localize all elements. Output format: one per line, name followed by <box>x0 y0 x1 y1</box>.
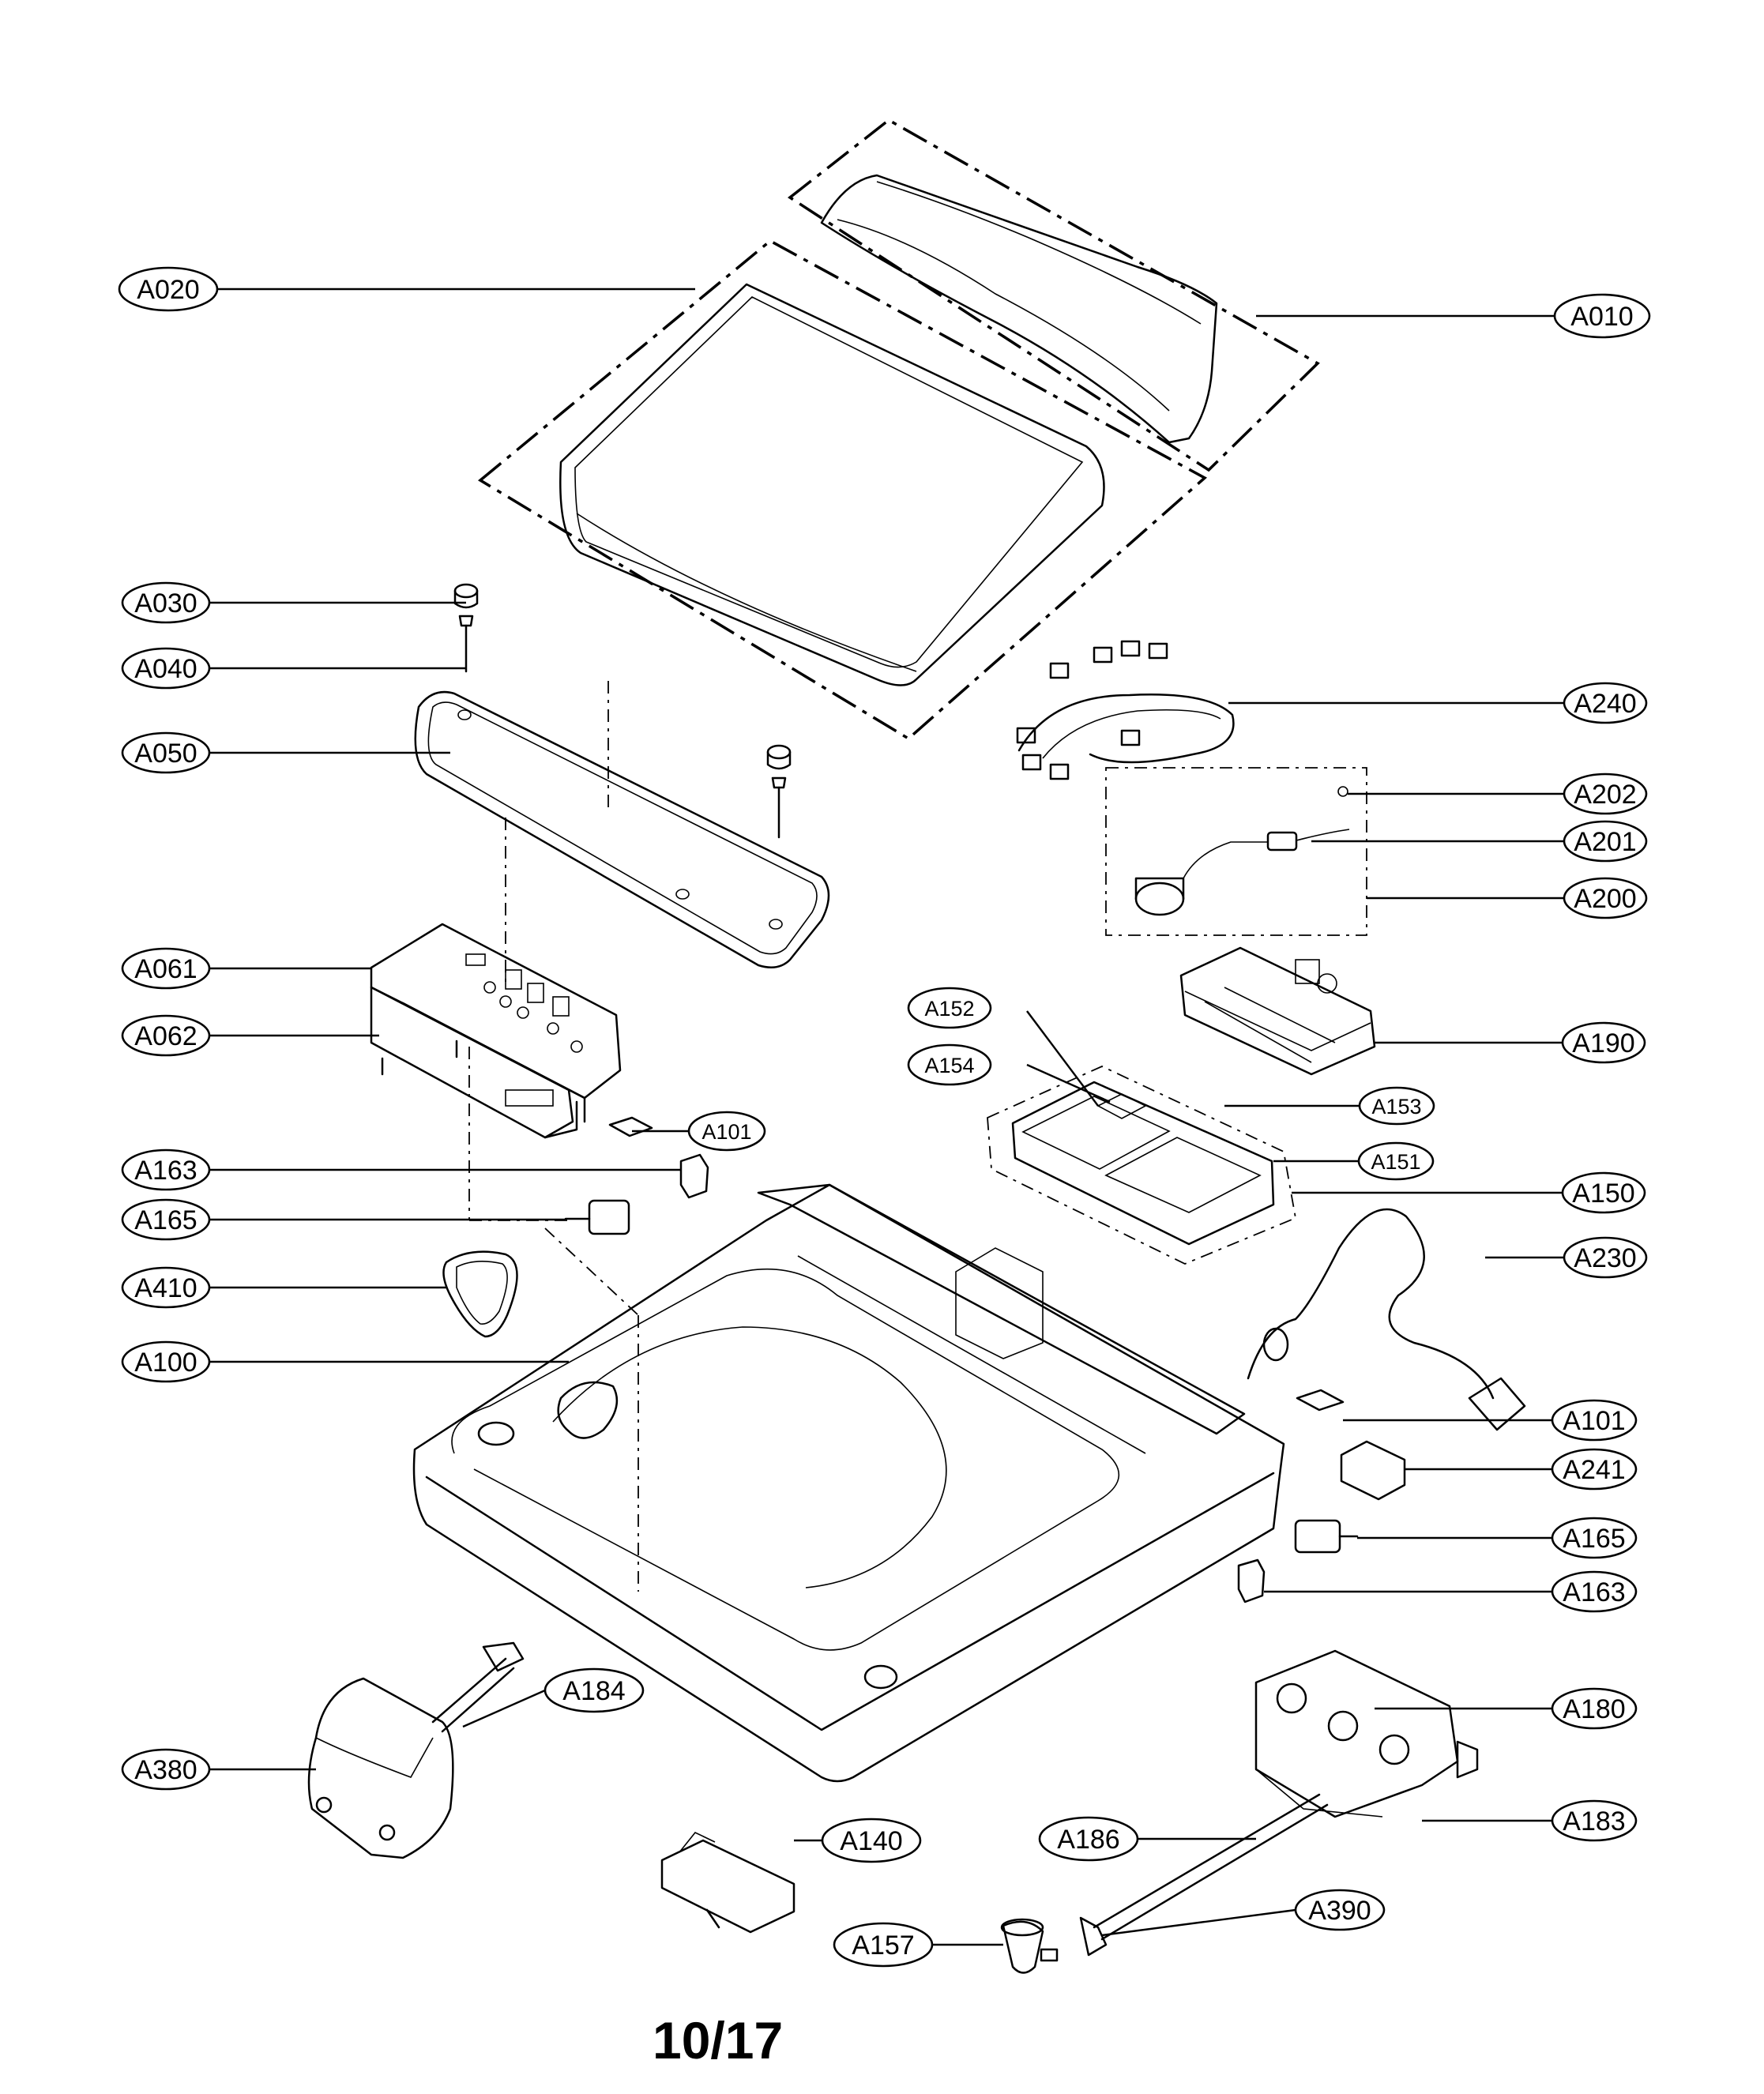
callout-a180[interactable]: A180 <box>1551 1687 1638 1730</box>
callout-a202[interactable]: A202 <box>1563 773 1648 815</box>
callout-a040[interactable]: A040 <box>121 647 211 690</box>
callout-a201[interactable]: A201 <box>1563 820 1648 863</box>
svg-text:A157: A157 <box>852 1930 914 1961</box>
callout-a184[interactable]: A184 <box>543 1667 645 1713</box>
part-a180-a183-valve <box>1254 1649 1479 1818</box>
part-a101-clip <box>608 1116 1345 1412</box>
part-a163-knob <box>679 1153 1266 1603</box>
svg-text:A151: A151 <box>1371 1150 1420 1174</box>
svg-text:A152: A152 <box>924 997 974 1021</box>
svg-text:A150: A150 <box>1572 1179 1634 1209</box>
alignment-lines <box>468 818 639 1592</box>
callout-a163-right[interactable]: A163 <box>1551 1570 1638 1613</box>
svg-text:A410: A410 <box>134 1273 197 1303</box>
svg-text:A163: A163 <box>1563 1577 1625 1607</box>
svg-text:A184: A184 <box>562 1676 625 1706</box>
callout-a390[interactable]: A390 <box>1294 1889 1386 1931</box>
callout-a157[interactable]: A157 <box>833 1922 934 1968</box>
callout-a165-left[interactable]: A165 <box>121 1198 211 1241</box>
callout-a410[interactable]: A410 <box>121 1266 211 1309</box>
callout-a010[interactable]: A010 <box>1553 293 1651 339</box>
leader-lines <box>209 288 1566 1946</box>
svg-text:A010: A010 <box>1570 302 1633 332</box>
callout-a101-right[interactable]: A101 <box>1551 1399 1638 1442</box>
part-a040-screw <box>458 615 787 839</box>
callout-a050[interactable]: A050 <box>121 731 211 774</box>
callout-a140[interactable]: A140 <box>821 1818 922 1863</box>
callout-a190[interactable]: A190 <box>1561 1021 1646 1064</box>
svg-text:A040: A040 <box>134 654 197 684</box>
part-a100-top-cover <box>412 1183 1285 1783</box>
svg-text:A240: A240 <box>1574 689 1636 719</box>
callout-a153[interactable]: A153 <box>1358 1086 1435 1126</box>
svg-text:A380: A380 <box>134 1755 197 1785</box>
part-a030-cap <box>453 583 792 770</box>
callout-a100[interactable]: A100 <box>121 1340 211 1383</box>
callout-a165-right[interactable]: A165 <box>1551 1517 1638 1559</box>
svg-text:A153: A153 <box>1371 1095 1421 1118</box>
callout-a030[interactable]: A030 <box>121 581 211 624</box>
svg-text:A183: A183 <box>1563 1806 1625 1836</box>
svg-text:A190: A190 <box>1572 1028 1634 1058</box>
part-a380-duct <box>307 1677 454 1859</box>
callout-a061[interactable]: A061 <box>121 947 211 990</box>
svg-text:A390: A390 <box>1308 1896 1371 1926</box>
callout-a151[interactable]: A151 <box>1357 1141 1435 1181</box>
part-a184-shaft <box>431 1641 525 1733</box>
svg-text:A030: A030 <box>134 588 197 618</box>
callout-a154[interactable]: A154 <box>907 1043 992 1086</box>
part-a200-sensor-group <box>1105 767 1367 936</box>
callout-a183[interactable]: A183 <box>1551 1799 1638 1842</box>
svg-text:A165: A165 <box>1563 1524 1625 1554</box>
callout-a020[interactable]: A020 <box>118 266 219 312</box>
svg-text:A050: A050 <box>134 739 197 769</box>
svg-text:A140: A140 <box>840 1826 902 1856</box>
svg-text:A061: A061 <box>134 954 197 984</box>
part-a140-switch <box>660 1832 795 1934</box>
callout-a062[interactable]: A062 <box>121 1014 211 1057</box>
part-a190-module <box>1179 946 1376 1076</box>
callout-a186[interactable]: A186 <box>1038 1816 1139 1862</box>
svg-text:A186: A186 <box>1057 1825 1119 1855</box>
svg-text:A100: A100 <box>134 1348 197 1378</box>
callout-a240[interactable]: A240 <box>1563 682 1648 724</box>
part-a165-lock <box>564 1199 1359 1554</box>
callout-a152[interactable]: A152 <box>907 987 992 1029</box>
part-a061-a062-pcb <box>370 923 622 1139</box>
callout-a101-top[interactable]: A101 <box>687 1111 766 1152</box>
svg-text:A101: A101 <box>701 1120 751 1144</box>
callout-a163-left[interactable]: A163 <box>121 1149 211 1191</box>
svg-text:A230: A230 <box>1574 1243 1636 1273</box>
svg-text:A241: A241 <box>1563 1455 1625 1485</box>
page-number: 10/17 <box>653 2011 784 2070</box>
part-a050-control-panel <box>414 681 830 969</box>
callout-a230[interactable]: A230 <box>1563 1236 1648 1279</box>
part-a241-block <box>1340 1440 1406 1501</box>
svg-text:A101: A101 <box>1563 1406 1625 1436</box>
svg-text:A062: A062 <box>134 1021 197 1051</box>
callout-a150[interactable]: A150 <box>1561 1171 1646 1214</box>
part-a157-funnel <box>1000 1918 1059 1974</box>
svg-text:A200: A200 <box>1574 884 1636 914</box>
part-a010-handle-cover <box>787 118 1320 472</box>
svg-text:A020: A020 <box>137 275 199 305</box>
callout-a241[interactable]: A241 <box>1551 1448 1638 1491</box>
callout-a380[interactable]: A380 <box>121 1748 211 1791</box>
svg-text:A201: A201 <box>1574 827 1636 857</box>
svg-text:A163: A163 <box>134 1156 197 1186</box>
svg-text:A154: A154 <box>924 1054 974 1077</box>
part-a240-harness <box>1016 640 1235 780</box>
part-a410-seal <box>442 1250 518 1338</box>
part-a230-power-cord <box>1247 1208 1526 1431</box>
callout-a200[interactable]: A200 <box>1563 877 1648 919</box>
part-a186-a390-hose <box>1079 1793 1329 1957</box>
svg-text:A165: A165 <box>134 1205 197 1235</box>
svg-text:A180: A180 <box>1563 1694 1625 1724</box>
part-a150-dispenser <box>987 1066 1297 1265</box>
part-a020-lid <box>477 239 1208 741</box>
svg-text:A202: A202 <box>1574 780 1636 810</box>
